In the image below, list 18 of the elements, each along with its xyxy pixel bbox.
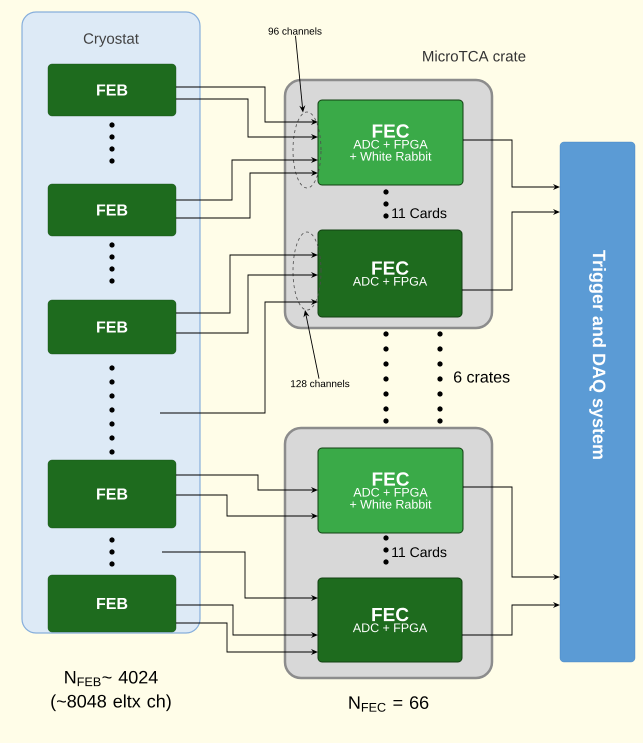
feb-box: FEB [48, 184, 176, 236]
fec-card: FEC ADC + FPGA [292, 230, 462, 318]
count-label: N$_{FEC}$ = 66 [349, 696, 428, 712]
feb-box: FEB [48, 300, 176, 354]
feb-box: FEB [48, 64, 176, 116]
count-label: 6 crates [454, 371, 510, 383]
daq-system-bar: Trigger and DAQ system [560, 142, 636, 662]
count-label: 11 Cards [392, 208, 446, 218]
channel-note: 128 channels [291, 380, 350, 388]
feb-box: FEB [48, 460, 176, 528]
fec-card: FEC ADC + FPGA + White Rabbit [318, 448, 464, 534]
fec-card: FEC ADC + FPGA [318, 578, 462, 662]
node-label: MicroTCA crate [423, 50, 526, 62]
feb-box: FEB [48, 574, 176, 632]
count-label: N$_{FEB}$~ 4024 (~8048 eltx ch) [51, 670, 171, 712]
count-label: 11 Cards [392, 546, 446, 558]
channel-note: 96 channels [268, 27, 322, 35]
fec-card: FEC ADC + FPGA + White Rabbit [292, 100, 464, 188]
